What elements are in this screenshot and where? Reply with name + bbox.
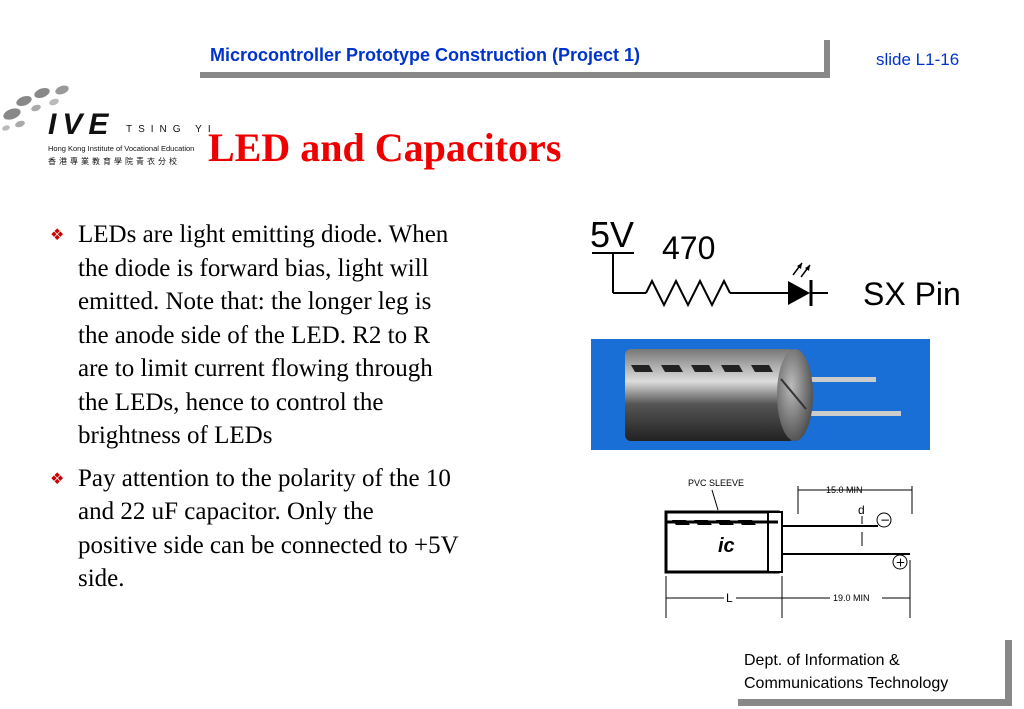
slide-title: LED and Capacitors [208, 125, 562, 170]
department-footer: Dept. of Information & Communications Te… [744, 649, 948, 695]
logo-institute: Hong Kong Institute of Vocational Educat… [48, 144, 195, 153]
vent-mark [780, 378, 807, 410]
dimension-top-label: 15.0 MIN [826, 485, 863, 495]
bullet-list: ❖ LEDs are light emitting diode. When th… [50, 218, 560, 605]
footer-line: Dept. of Information & [744, 652, 900, 669]
bullet-line: side. [78, 565, 125, 592]
bullet-line: emitted. Note that: the longer leg is [78, 288, 432, 315]
bullet-line: and 22 uF capacitor. Only the [78, 498, 374, 525]
bullet-led: ❖ LEDs are light emitting diode. When th… [50, 218, 560, 453]
light-ray-arrow-icon [805, 265, 810, 271]
capacitor-end [767, 511, 783, 573]
slide-number: slide L1-16 [876, 50, 960, 69]
dimension-l-label: L [726, 591, 733, 605]
circuit-voltage-label: 5V [590, 214, 634, 255]
ive-logo-dots-icon [2, 85, 69, 131]
bullet-line: brightness of LEDs [78, 422, 273, 449]
led-circuit-diagram: 5V 470 SX Pin [590, 214, 961, 312]
bullet-line: positive side can be connected to +5V [78, 531, 459, 559]
bullet-line: the anode side of the LED. R2 to R [78, 321, 431, 349]
diamond-bullet-icon: ❖ [50, 468, 65, 488]
bullet-text: Pay attention to the polarity of the 10 … [78, 462, 560, 596]
minus-sign: − [880, 513, 890, 527]
capacitor-lead [801, 411, 901, 416]
polarity-arrow-marks [672, 520, 756, 525]
plus-polarity-icon [892, 554, 908, 570]
led-diode-icon [788, 281, 810, 305]
label-backing [830, 592, 882, 604]
light-ray-arrow-icon [797, 263, 802, 269]
capacitor-body [625, 349, 795, 441]
pvc-sleeve-label: PVC SLEEVE [688, 478, 744, 488]
footer-line: Communications Technology [744, 675, 949, 692]
bullet-text: LEDs are light emitting diode. When the … [78, 218, 526, 453]
ic-brand-mark: ic [718, 535, 735, 557]
dimension-bottom-label: 19.0 MIN [833, 593, 870, 603]
logo-letters: IVE [48, 108, 115, 141]
bullet-line: LEDs are light emitting diode. When [78, 221, 449, 248]
diamond-bullet-icon: ❖ [50, 225, 65, 244]
logo-campus: TSING YI [126, 124, 217, 135]
header-frame [200, 40, 830, 78]
resistor-symbol [645, 278, 731, 308]
logo-chinese-name: 香港專業教育學院青衣分校 [48, 157, 180, 166]
bullet-line: are to limit current flowing through [78, 355, 433, 382]
plus-sign: + [896, 556, 906, 570]
capacitor-photo [591, 339, 930, 450]
bullet-line: Pay attention to the polarity of the 10 [78, 464, 451, 492]
minus-polarity-icon [876, 512, 892, 528]
capacitor-dimension-drawing: PVC SLEEVE ic 15.0 MIN d − + L 19.0 MIN [664, 478, 913, 618]
leader-line [711, 489, 719, 511]
bullet-line: the LEDs, hence to control the [78, 388, 384, 416]
bullet-line: the diode is forward bias, light will [78, 254, 429, 282]
bullet-capacitor: ❖ Pay attention to the polarity of the 1… [50, 462, 560, 596]
resistor-value-label: 470 [662, 230, 715, 266]
sx-pin-label: SX Pin [863, 276, 961, 312]
course-title: Microcontroller Prototype Construction (… [210, 45, 641, 65]
dimension-d-label: d [858, 503, 865, 517]
capacitor-lead [801, 377, 876, 382]
polarity-stripe-marks [631, 365, 773, 372]
footer-frame [738, 640, 1012, 706]
label-backing [724, 592, 736, 604]
